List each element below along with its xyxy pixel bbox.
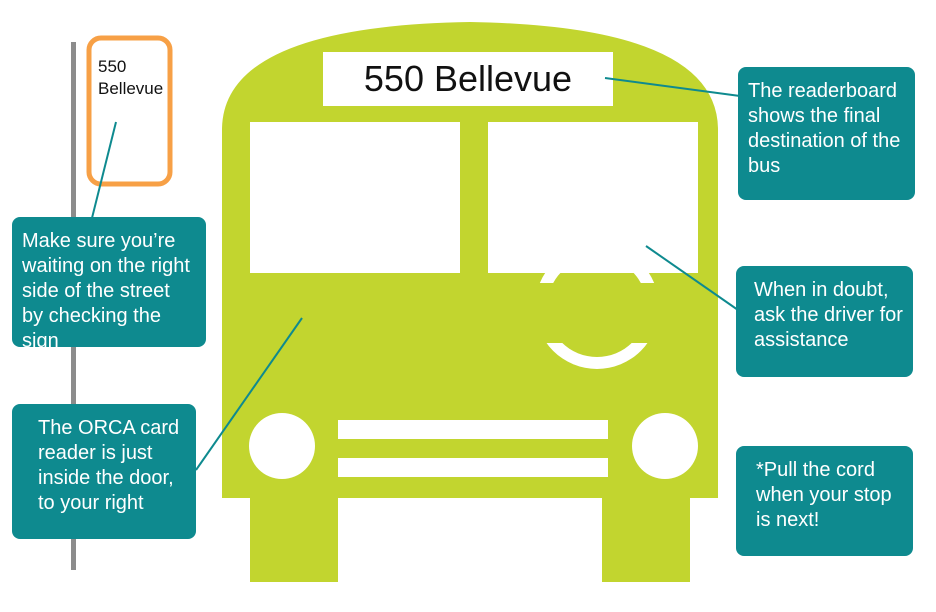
orca-connector-line xyxy=(195,317,303,471)
grille-bar-bottom xyxy=(338,458,608,477)
windshield-left xyxy=(250,122,460,273)
callout-driver: When in doubt, ask the driver for assist… xyxy=(736,266,913,377)
sign-connector-line xyxy=(91,121,117,219)
callout-sign: Make sure you’re waiting on the right si… xyxy=(12,217,206,352)
sign-route-number: 550 xyxy=(98,57,127,76)
bus-stop-sign-text: 550 Bellevue xyxy=(98,56,163,100)
driver-connector-line xyxy=(645,245,739,311)
readerboard-connector-line xyxy=(604,77,741,97)
callout-orca: The ORCA card reader is just inside the … xyxy=(12,404,196,539)
callout-readerboard: The readerboard shows the final destinat… xyxy=(738,67,915,200)
callout-cord: *Pull the cord when your stop is next! xyxy=(736,446,913,556)
readerboard-text: 550 Bellevue xyxy=(363,58,573,99)
readerboard xyxy=(323,52,613,106)
grille-bar-top xyxy=(338,420,608,439)
headlight-left xyxy=(249,413,315,479)
sign-destination: Bellevue xyxy=(98,79,164,98)
windshield-right xyxy=(488,122,698,273)
headlight-right xyxy=(632,413,698,479)
